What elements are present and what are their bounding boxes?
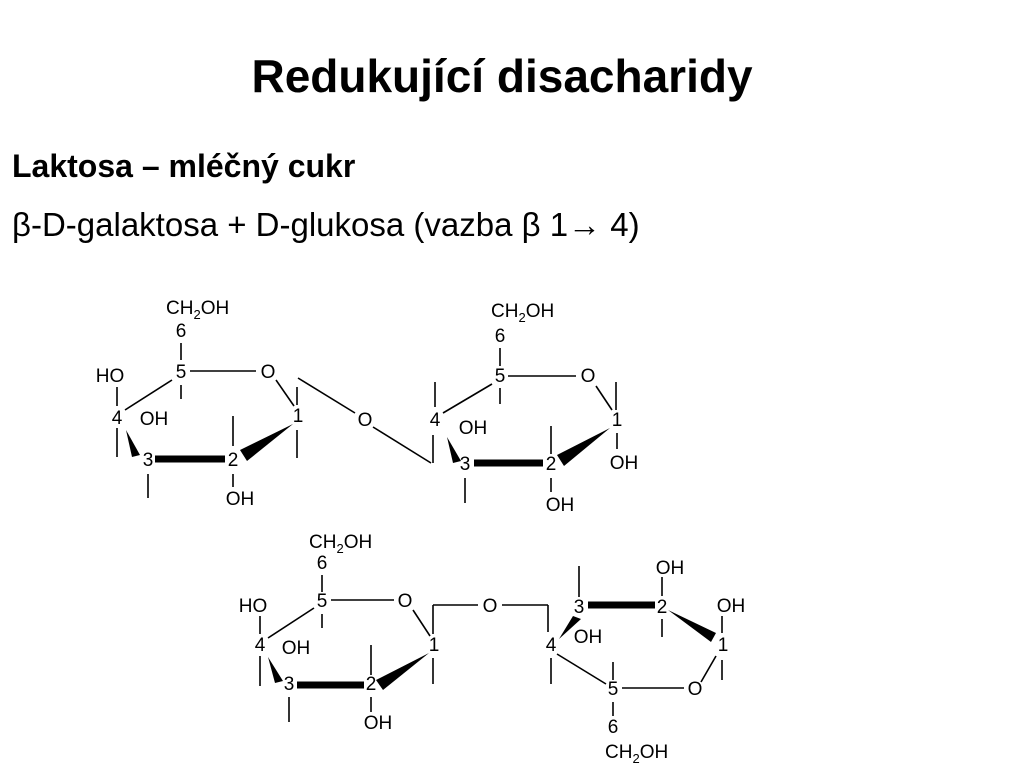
- wedge-bond: [668, 610, 716, 642]
- page-title: Redukující disacharidy: [251, 50, 753, 102]
- ch-text: CH: [605, 742, 632, 763]
- carbon-2-label: 2: [366, 674, 377, 695]
- bond-line: [442, 383, 493, 414]
- ring-oxygen-label: O: [581, 366, 596, 387]
- ring-oxygen-label: O: [398, 591, 413, 612]
- ch2oh-label: CH2OH: [309, 532, 372, 556]
- wedge-bond: [557, 428, 610, 466]
- ring-oxygen-label: O: [261, 362, 276, 383]
- carbon-5-label: 5: [495, 366, 506, 387]
- formula-text-part: 1: [540, 206, 569, 243]
- hydroxyl-label: HO: [96, 366, 125, 387]
- bond-line: [556, 653, 607, 685]
- oh-text: OH: [201, 298, 230, 319]
- ch-text: CH: [491, 301, 518, 322]
- carbon-2-label: 2: [228, 450, 239, 471]
- carbon-4-label: 4: [112, 408, 123, 429]
- ch2oh-label: CH2OH: [605, 742, 668, 766]
- bond-line: [124, 379, 173, 411]
- carbon-6-label: 6: [317, 553, 328, 574]
- glycosidic-bond: [372, 426, 432, 464]
- subscript-2: 2: [193, 307, 200, 322]
- beta-symbol: β: [12, 206, 31, 243]
- wedge-bond: [268, 657, 283, 683]
- hydroxyl-label: OH: [459, 418, 488, 439]
- carbon-1-label: 1: [612, 410, 623, 431]
- beta-symbol: β: [521, 206, 541, 243]
- formula-line: β-D-galaktosa + D-glukosa (vazba β 1→ 4): [12, 204, 640, 246]
- carbon-2-label: 2: [657, 597, 668, 618]
- glycosidic-oxygen-label: O: [358, 410, 373, 431]
- oh-text: OH: [640, 742, 669, 763]
- hydroxyl-label: OH: [656, 558, 685, 579]
- carbon-3-label: 3: [574, 597, 585, 618]
- ring-oxygen-label: O: [688, 679, 703, 700]
- carbon-5-label: 5: [608, 679, 619, 700]
- hydroxyl-label: OH: [717, 596, 746, 617]
- carbon-3-label: 3: [284, 674, 295, 695]
- bond-line: [267, 607, 315, 639]
- subscript-2: 2: [336, 541, 343, 556]
- hydroxyl-label: HO: [239, 596, 268, 617]
- carbon-1-label: 1: [293, 406, 304, 427]
- wedge-bond: [559, 616, 581, 639]
- carbon-6-label: 6: [176, 321, 187, 342]
- wedge-bond: [240, 424, 293, 461]
- hydroxyl-label: OH: [282, 638, 311, 659]
- carbon-3-label: 3: [460, 454, 471, 475]
- carbon-3-label: 3: [143, 450, 154, 471]
- bond-line: [700, 655, 717, 683]
- hydroxyl-label: OH: [140, 409, 169, 430]
- wedge-bond: [376, 653, 429, 690]
- oh-text: OH: [344, 532, 373, 553]
- glycosidic-oxygen-label: O: [483, 596, 498, 617]
- carbon-4-label: 4: [255, 635, 266, 656]
- subscript-2: 2: [518, 310, 525, 325]
- subscript-2: 2: [632, 751, 639, 766]
- hydroxyl-label: OH: [546, 495, 575, 516]
- hydroxyl-label: OH: [226, 489, 255, 510]
- carbon-5-label: 5: [317, 591, 328, 612]
- arrow-symbol: →: [568, 206, 602, 243]
- hydroxyl-label: OH: [574, 627, 603, 648]
- carbon-1-label: 1: [718, 635, 729, 656]
- wedge-bond: [126, 430, 140, 457]
- bond-line: [595, 385, 613, 411]
- ch-text: CH: [309, 532, 336, 553]
- hydroxyl-label: OH: [364, 713, 393, 734]
- carbon-4-label: 4: [430, 410, 441, 431]
- carbon-6-label: 6: [495, 326, 506, 347]
- ch2oh-label: CH2OH: [491, 301, 554, 325]
- hydroxyl-label: OH: [610, 453, 639, 474]
- ch2oh-label: CH2OH: [166, 298, 229, 322]
- ch-text: CH: [166, 298, 193, 319]
- glycosidic-bond: [297, 377, 356, 414]
- subtitle: Laktosa – mléčný cukr: [12, 148, 356, 184]
- oh-text: OH: [526, 301, 555, 322]
- formula-text-part: -D-galaktosa + D-glukosa (vazba: [30, 206, 522, 243]
- formula-text-part: 4): [601, 206, 640, 243]
- wedge-bond: [447, 437, 461, 463]
- bond-line: [412, 609, 431, 637]
- carbon-5-label: 5: [176, 362, 187, 383]
- carbon-6-label: 6: [608, 717, 619, 738]
- carbon-4-label: 4: [546, 635, 557, 656]
- bond-line: [275, 379, 295, 407]
- carbon-1-label: 1: [429, 635, 440, 656]
- carbon-2-label: 2: [546, 454, 557, 475]
